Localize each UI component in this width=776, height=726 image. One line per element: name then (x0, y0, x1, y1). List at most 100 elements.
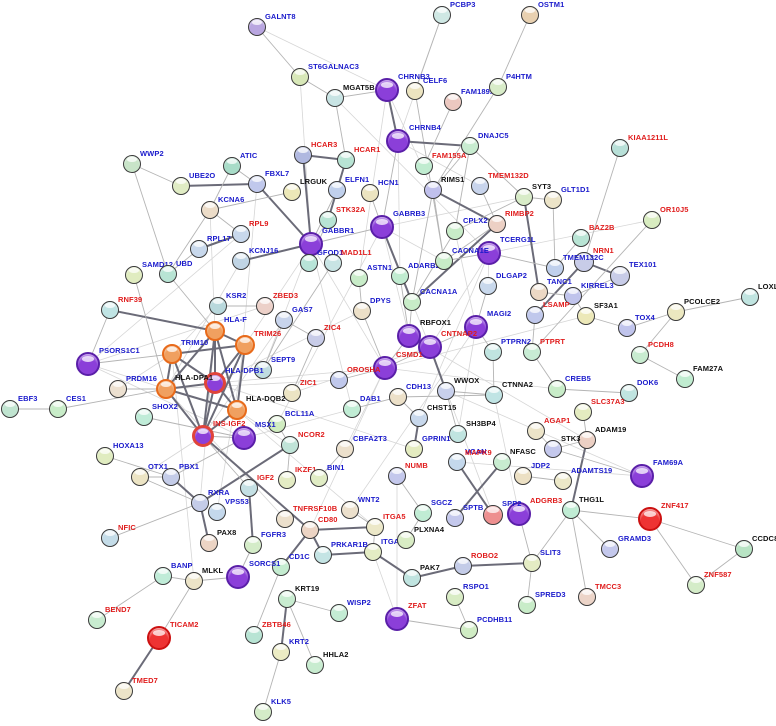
protein-node[interactable] (460, 621, 478, 639)
protein-node[interactable] (410, 409, 428, 427)
protein-node[interactable] (479, 277, 497, 295)
protein-node[interactable] (546, 259, 564, 277)
protein-node[interactable] (307, 329, 325, 347)
protein-node[interactable] (618, 319, 636, 337)
protein-node[interactable] (610, 266, 630, 286)
protein-node[interactable] (523, 554, 541, 572)
protein-node[interactable] (281, 436, 299, 454)
protein-node[interactable] (278, 590, 296, 608)
protein-node[interactable] (310, 469, 328, 487)
protein-node[interactable] (424, 181, 442, 199)
protein-node[interactable] (123, 155, 141, 173)
protein-node[interactable] (96, 447, 114, 465)
protein-node[interactable] (125, 266, 143, 284)
protein-node[interactable] (437, 382, 455, 400)
protein-node[interactable] (507, 502, 531, 526)
protein-node[interactable] (324, 254, 342, 272)
protein-node[interactable] (131, 468, 149, 486)
protein-node[interactable] (278, 471, 296, 489)
protein-node[interactable] (544, 440, 562, 458)
protein-node[interactable] (190, 240, 208, 258)
protein-node[interactable] (248, 18, 266, 36)
protein-node[interactable] (514, 467, 532, 485)
protein-node[interactable] (449, 425, 467, 443)
protein-node[interactable] (577, 307, 595, 325)
protein-node[interactable] (276, 510, 294, 528)
protein-node[interactable] (232, 426, 256, 450)
protein-node[interactable] (741, 288, 759, 306)
protein-node[interactable] (485, 386, 503, 404)
protein-node[interactable] (676, 370, 694, 388)
protein-node[interactable] (454, 557, 472, 575)
protein-node[interactable] (294, 146, 312, 164)
protein-node[interactable] (638, 507, 662, 531)
protein-node[interactable] (375, 78, 399, 102)
protein-node[interactable] (336, 440, 354, 458)
protein-node[interactable] (523, 343, 541, 361)
protein-node[interactable] (526, 306, 544, 324)
protein-node[interactable] (232, 252, 250, 270)
protein-node[interactable] (209, 297, 227, 315)
protein-node[interactable] (446, 509, 464, 527)
protein-node[interactable] (530, 283, 548, 301)
protein-node[interactable] (403, 293, 421, 311)
protein-node[interactable] (350, 269, 368, 287)
protein-node[interactable] (204, 372, 226, 394)
protein-node[interactable] (101, 529, 119, 547)
protein-node[interactable] (254, 361, 272, 379)
protein-node[interactable] (162, 468, 180, 486)
protein-node[interactable] (518, 596, 536, 614)
protein-node[interactable] (192, 425, 214, 447)
protein-node[interactable] (527, 422, 545, 440)
protein-node[interactable] (240, 479, 258, 497)
protein-node[interactable] (361, 184, 379, 202)
protein-node[interactable] (405, 440, 423, 458)
protein-node[interactable] (397, 531, 415, 549)
protein-node[interactable] (272, 643, 290, 661)
protein-node[interactable] (611, 139, 629, 157)
protein-node[interactable] (343, 400, 361, 418)
protein-node[interactable] (464, 315, 488, 339)
protein-node[interactable] (735, 540, 753, 558)
protein-node[interactable] (562, 501, 580, 519)
protein-node[interactable] (620, 384, 638, 402)
protein-node[interactable] (156, 379, 176, 399)
protein-node[interactable] (49, 400, 67, 418)
protein-node[interactable] (483, 505, 503, 525)
protein-node[interactable] (667, 303, 685, 321)
protein-node[interactable] (406, 82, 424, 100)
protein-node[interactable] (477, 241, 501, 265)
protein-node[interactable] (115, 682, 133, 700)
protein-node[interactable] (601, 540, 619, 558)
protein-node[interactable] (444, 93, 462, 111)
protein-node[interactable] (299, 232, 323, 256)
protein-node[interactable] (471, 177, 489, 195)
protein-node[interactable] (461, 137, 479, 155)
protein-node[interactable] (283, 183, 301, 201)
protein-node[interactable] (330, 371, 348, 389)
protein-node[interactable] (226, 565, 250, 589)
protein-node[interactable] (319, 211, 337, 229)
protein-node[interactable] (446, 222, 464, 240)
protein-node[interactable] (314, 546, 332, 564)
protein-node[interactable] (515, 188, 533, 206)
protein-node[interactable] (448, 453, 466, 471)
protein-node[interactable] (245, 626, 263, 644)
protein-node[interactable] (162, 344, 182, 364)
protein-node[interactable] (373, 356, 397, 380)
protein-node[interactable] (191, 494, 209, 512)
protein-node[interactable] (397, 324, 421, 348)
protein-node[interactable] (418, 335, 442, 359)
protein-node[interactable] (521, 6, 539, 24)
protein-node[interactable] (554, 472, 572, 490)
protein-node[interactable] (366, 518, 384, 536)
protein-node[interactable] (326, 89, 344, 107)
protein-node[interactable] (201, 201, 219, 219)
protein-node[interactable] (301, 521, 319, 539)
protein-node[interactable] (223, 157, 241, 175)
protein-node[interactable] (101, 301, 119, 319)
protein-node[interactable] (328, 181, 346, 199)
protein-node[interactable] (572, 229, 590, 247)
protein-node[interactable] (403, 569, 421, 587)
protein-node[interactable] (109, 380, 127, 398)
